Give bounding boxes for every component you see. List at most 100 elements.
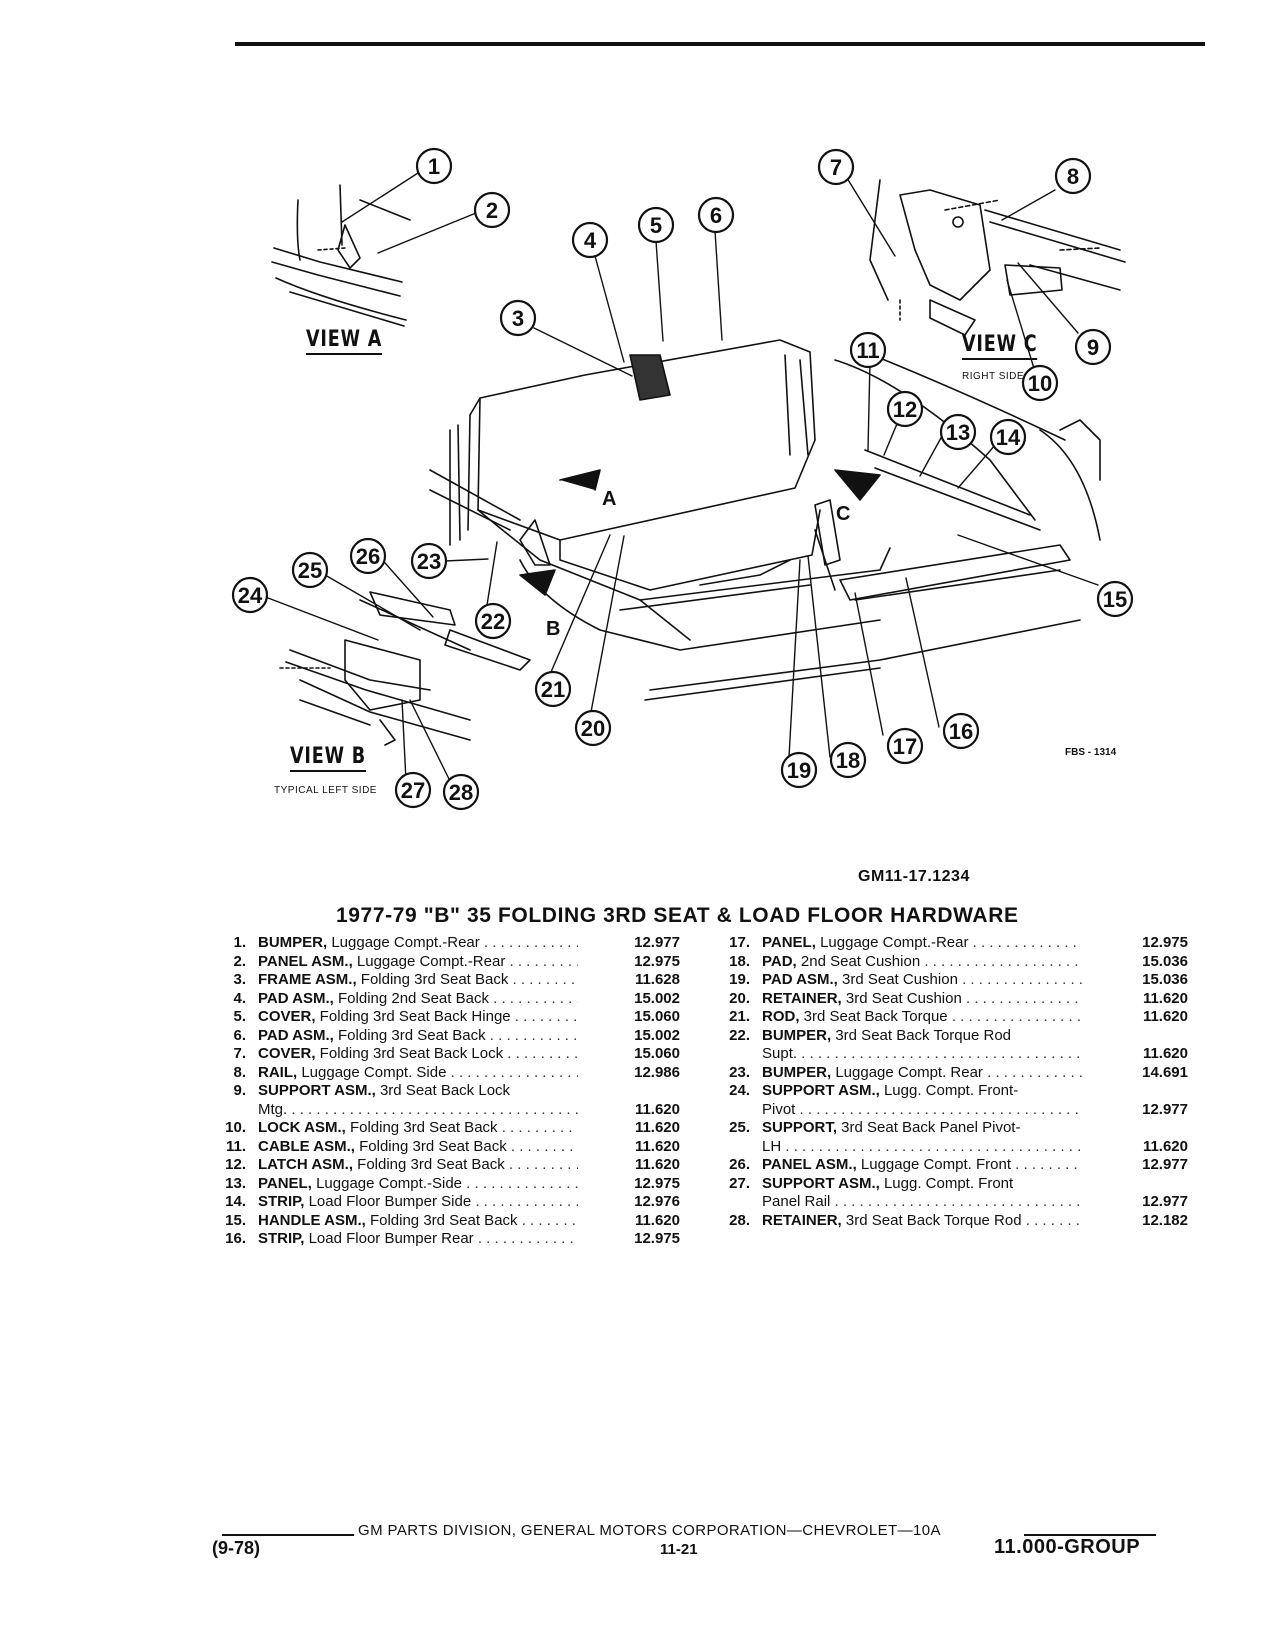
part-description: BUMPER, 3rd Seat Back Torque Rod	[762, 1027, 1082, 1046]
callout-17-label: 17	[893, 734, 917, 759]
callout-21-label: 21	[541, 677, 565, 702]
part-detail: Folding 3rd Seat Back Hinge	[315, 1008, 511, 1025]
part-detail: 3rd Seat Cushion	[841, 989, 962, 1007]
part-detail: 3rd Seat Back Torque Rod	[831, 1026, 1012, 1044]
callout-14-label: 14	[996, 425, 1021, 450]
part-number: 15.	[225, 1211, 246, 1229]
part-number: 6.	[233, 1026, 246, 1044]
parts-row: 28.RETAINER, 3rd Seat Back Torque Rod . …	[722, 1212, 1188, 1231]
parts-row: 15. HANDLE ASM., Folding 3rd Seat Back . …	[220, 1212, 680, 1231]
part-detail: 3rd Seat Back Torque	[799, 1008, 948, 1025]
callout-20: 20	[574, 709, 612, 747]
part-detail: Lugg. Compt. Front	[879, 1174, 1014, 1192]
part-detail: 3rd Seat Back Torque Rod	[841, 1211, 1022, 1229]
callout-28: 28	[442, 773, 480, 811]
part-number: 5.	[233, 1008, 246, 1025]
part-detail: Folding 3rd Seat Back	[333, 1026, 486, 1044]
callout-23-label: 23	[417, 549, 441, 574]
part-number: 23.	[729, 1063, 750, 1081]
parts-row: 19.PAD ASM., 3rd Seat Cushion . . . . . …	[722, 971, 1188, 990]
page-title: 1977-79 "B" 35 FOLDING 3RD SEAT & LOAD F…	[336, 904, 1019, 927]
part-group-ref: 12.977	[1142, 1100, 1188, 1118]
part-description: BUMPER, Luggage Compt. Rear . . . . . . …	[762, 1063, 1082, 1081]
part-description: Mtg. . . . . . . . . . . . . . . . . . .…	[258, 1100, 578, 1118]
part-number: 21.	[729, 1008, 750, 1025]
part-number: 27.	[729, 1174, 750, 1192]
parts-row: 27. SUPPORT ASM., Lugg. Compt. Front	[722, 1175, 1188, 1194]
part-number: 2.	[233, 952, 246, 970]
footer-group: 11.000-GROUP	[994, 1536, 1141, 1558]
reference-code: GM11-17.1234	[858, 868, 970, 885]
part-name: PANEL ASM.,	[762, 1156, 857, 1173]
callouts: 1 2 3 4 5 6 7 8 9 10 11 12 13 14 15 16 1…	[231, 147, 1134, 811]
part-number: 20.	[729, 989, 750, 1007]
part-group-ref: 11.620	[634, 1100, 680, 1118]
part-group-ref: 12.975	[634, 952, 680, 970]
callout-9-label: 9	[1087, 335, 1099, 360]
callout-19: 19	[780, 751, 818, 789]
part-number: 10.	[225, 1119, 246, 1136]
part-number: 11.	[225, 1137, 246, 1155]
part-description: PANEL, Luggage Compt.-Rear . . . . . . .…	[762, 934, 1082, 951]
part-number: 16.	[225, 1230, 246, 1247]
part-description: HANDLE ASM., Folding 3rd Seat Back . . .…	[258, 1211, 578, 1229]
parts-row: 11.CABLE ASM., Folding 3rd Seat Back . .…	[220, 1138, 680, 1157]
part-detail: Folding 3rd Seat Back	[365, 1211, 518, 1229]
callout-24-label: 24	[238, 583, 263, 608]
part-detail: Folding 3rd Seat Back	[353, 1156, 505, 1173]
part-detail: Luggage Compt.-Side	[311, 1174, 463, 1192]
part-description: SUPPORT ASM., Lugg. Compt. Front-	[762, 1082, 1082, 1101]
part-number: 8.	[233, 1063, 246, 1081]
parts-row: 24.SUPPORT ASM., Lugg. Compt. Front-	[722, 1082, 1188, 1101]
part-name: RAIL,	[258, 1063, 298, 1081]
part-name: PANEL,	[762, 934, 816, 951]
part-group-ref: 11.620	[634, 1156, 680, 1173]
part-group-ref: 15.060	[634, 1008, 680, 1025]
part-group-ref: 15.060	[634, 1045, 680, 1062]
callout-19-label: 19	[787, 758, 811, 783]
part-group-ref: 12.977	[1142, 1193, 1188, 1210]
main-drawing	[429, 339, 1101, 701]
callout-4: 4	[571, 221, 609, 259]
part-description: Pivot . . . . . . . . . . . . . . . . . …	[762, 1100, 1082, 1118]
parts-row: 26.PANEL ASM., Luggage Compt. Front . . …	[722, 1156, 1188, 1175]
part-group-ref: 11.620	[1142, 1045, 1188, 1062]
part-name: LATCH ASM.,	[258, 1156, 353, 1173]
arrow-letter-b: B	[546, 618, 560, 640]
parts-row: 22.BUMPER, 3rd Seat Back Torque Rod	[722, 1027, 1188, 1046]
part-group-ref: 12.976	[634, 1193, 680, 1210]
top-rule	[235, 42, 1205, 46]
part-detail: Folding 3rd Seat Back Lock	[315, 1045, 504, 1062]
view-a-label: VIEW A	[306, 327, 383, 355]
part-detail: Pivot	[762, 1100, 796, 1118]
view-b-drawing	[279, 591, 531, 746]
part-group-ref: 12.182	[1142, 1211, 1188, 1229]
part-description: PANEL ASM., Luggage Compt.-Rear . . . . …	[258, 952, 578, 970]
view-c-sublabel: RIGHT SIDE	[962, 371, 1025, 382]
callout-15-label: 15	[1103, 587, 1127, 612]
parts-row: 4.PAD ASM., Folding 2nd Seat Back . . . …	[220, 990, 680, 1009]
parts-row: 10. LOCK ASM., Folding 3rd Seat Back . . …	[220, 1119, 680, 1138]
part-detail: 3rd Seat Back Panel Pivot-	[837, 1119, 1021, 1136]
part-number: 4.	[233, 989, 246, 1007]
part-description: LOCK ASM., Folding 3rd Seat Back . . . .…	[258, 1119, 578, 1136]
part-detail: Lugg. Compt. Front-	[879, 1082, 1019, 1099]
arrow-letter-a: A	[602, 488, 616, 510]
callout-2-label: 2	[486, 198, 498, 223]
callout-12: 12	[886, 390, 924, 428]
part-group-ref: 14.691	[1142, 1063, 1188, 1081]
parts-list-right: 17.PANEL, Luggage Compt.-Rear . . . . . …	[722, 934, 1188, 1230]
parts-list-left: 1.BUMPER, Luggage Compt.-Rear . . . . . …	[220, 934, 680, 1249]
part-name: LOCK ASM.,	[258, 1119, 346, 1136]
callout-1-label: 1	[428, 154, 440, 179]
callout-4-label: 4	[584, 228, 597, 253]
part-description: RETAINER, 3rd Seat Cushion . . . . . . .…	[762, 989, 1082, 1007]
part-name: SUPPORT ASM.,	[258, 1082, 376, 1099]
part-name: SUPPORT ASM.,	[762, 1174, 880, 1192]
callout-13: 13	[939, 413, 977, 451]
part-detail: Folding 3rd Seat Back	[356, 971, 509, 988]
part-name: RETAINER,	[762, 1211, 842, 1229]
part-description: FRAME ASM., Folding 3rd Seat Back . . . …	[258, 971, 578, 988]
part-number: 25.	[729, 1119, 750, 1136]
part-name: PANEL,	[258, 1174, 312, 1192]
